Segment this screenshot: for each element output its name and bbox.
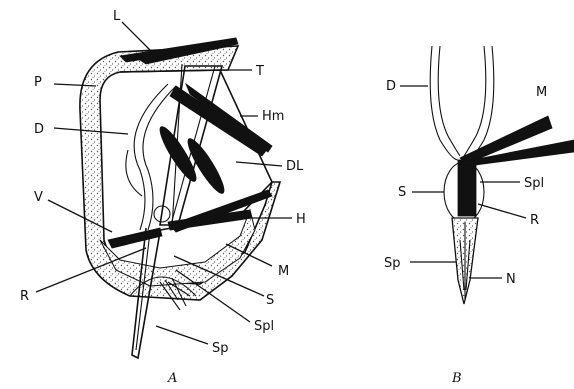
syringe-b-plunger bbox=[458, 160, 476, 216]
duct-b-inner-right bbox=[464, 46, 486, 156]
label-b-Sp: Sp bbox=[384, 256, 401, 271]
label-a-H: H bbox=[296, 212, 306, 227]
label-a-T: T bbox=[255, 64, 264, 79]
label-b-M: M bbox=[536, 85, 547, 100]
label-b-S: S bbox=[398, 185, 406, 200]
label-b-R: R bbox=[530, 213, 539, 228]
label-b-N: N bbox=[506, 272, 516, 287]
label-a-DL: DL bbox=[286, 159, 304, 174]
label-a-L: L bbox=[113, 9, 121, 24]
label-a-P: P bbox=[34, 75, 42, 90]
label-a-Sp: Sp bbox=[212, 341, 229, 356]
label-a-D: D bbox=[34, 122, 44, 137]
caption-a: A bbox=[167, 371, 177, 386]
label-a-M: M bbox=[278, 264, 289, 279]
panel-a bbox=[80, 38, 280, 358]
label-b-Spl: Spl bbox=[524, 176, 544, 191]
label-b-D: D bbox=[386, 79, 396, 94]
label-a-R: R bbox=[20, 289, 29, 304]
label-a-S: S bbox=[266, 293, 274, 308]
duct-b-outer-left bbox=[430, 46, 458, 160]
caption-b: B bbox=[451, 371, 462, 386]
muscle-V bbox=[108, 228, 162, 248]
panel-b bbox=[430, 46, 574, 304]
muscle-Hm bbox=[170, 86, 268, 156]
label-a-V: V bbox=[34, 190, 43, 205]
duct-b-inner-left bbox=[438, 46, 460, 156]
muscle-Hm-2 bbox=[186, 84, 272, 152]
label-a-Hm: Hm bbox=[262, 109, 284, 124]
duct-loop bbox=[126, 150, 142, 196]
label-a-Spl: Spl bbox=[254, 319, 274, 334]
